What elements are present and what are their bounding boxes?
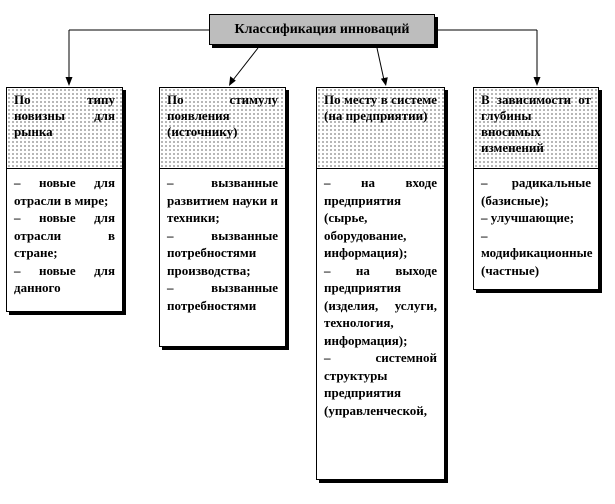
list-item: – радикальные (базисные); bbox=[481, 175, 591, 208]
column-body: – радикальные (базисные); – улучшающие; … bbox=[474, 169, 598, 283]
list-item: – системной структуры предприятия (управ… bbox=[324, 350, 437, 418]
list-item: – новые для отрасли в мире; bbox=[14, 175, 115, 208]
list-item: – на выходе предприятия (изделия, услуги… bbox=[324, 262, 437, 348]
arrowhead-column-2 bbox=[229, 76, 236, 86]
column-heading-text: По типу новизны для рынка bbox=[14, 92, 115, 139]
column-body: – новые для отрасли в мире; – новые для … bbox=[7, 169, 122, 301]
list-item: – вызванные потребностями bbox=[167, 280, 278, 313]
column-heading: По стимулу появления (источнику) bbox=[160, 88, 285, 169]
arrowhead-column-3 bbox=[380, 77, 388, 86]
column-heading: По типу новизны для рынка bbox=[7, 88, 122, 169]
column-stimulus: По стимулу появления (источнику) – вызва… bbox=[159, 87, 286, 347]
diagram-title: Классификация инноваций bbox=[234, 21, 410, 37]
connector-to-column-3 bbox=[376, 47, 385, 81]
column-novelty-type: По типу новизны для рынка – новые для от… bbox=[6, 87, 123, 312]
column-change-depth: В зависимости от глубины вносимых измене… bbox=[473, 87, 599, 290]
column-heading-text: По месту в системе (на предприятии) bbox=[324, 92, 437, 123]
list-item: – новые для данного bbox=[14, 262, 115, 296]
list-item: – на входе предприятия (сырье, оборудова… bbox=[324, 175, 437, 260]
column-body: – на входе предприятия (сырье, оборудова… bbox=[317, 169, 444, 423]
list-item: – новые для отрасли в стране; bbox=[14, 210, 115, 260]
list-item: – улучшающие; bbox=[481, 210, 575, 225]
column-heading: В зависимости от глубины вносимых измене… bbox=[474, 88, 598, 169]
column-heading-text: По стимулу появления (источнику) bbox=[167, 92, 278, 139]
arrowhead-column-4 bbox=[533, 77, 541, 86]
diagram-title-box: Классификация инноваций bbox=[209, 14, 435, 45]
list-item: – вызванные потребностями производства; bbox=[167, 227, 278, 278]
connector-to-column-2 bbox=[232, 47, 259, 81]
column-system-place: По месту в системе (на предприятии) – на… bbox=[316, 87, 445, 480]
column-heading: По месту в системе (на предприятии) bbox=[317, 88, 444, 169]
column-body: – вызванные развитием науки и техники; –… bbox=[160, 169, 285, 318]
list-item: – вызванные развитием науки и техники; bbox=[167, 175, 278, 225]
list-item: – модификационные (частные) bbox=[481, 227, 593, 278]
column-heading-text: В зависимости от глубины вносимых измене… bbox=[481, 92, 591, 155]
arrowhead-column-1 bbox=[65, 77, 73, 86]
